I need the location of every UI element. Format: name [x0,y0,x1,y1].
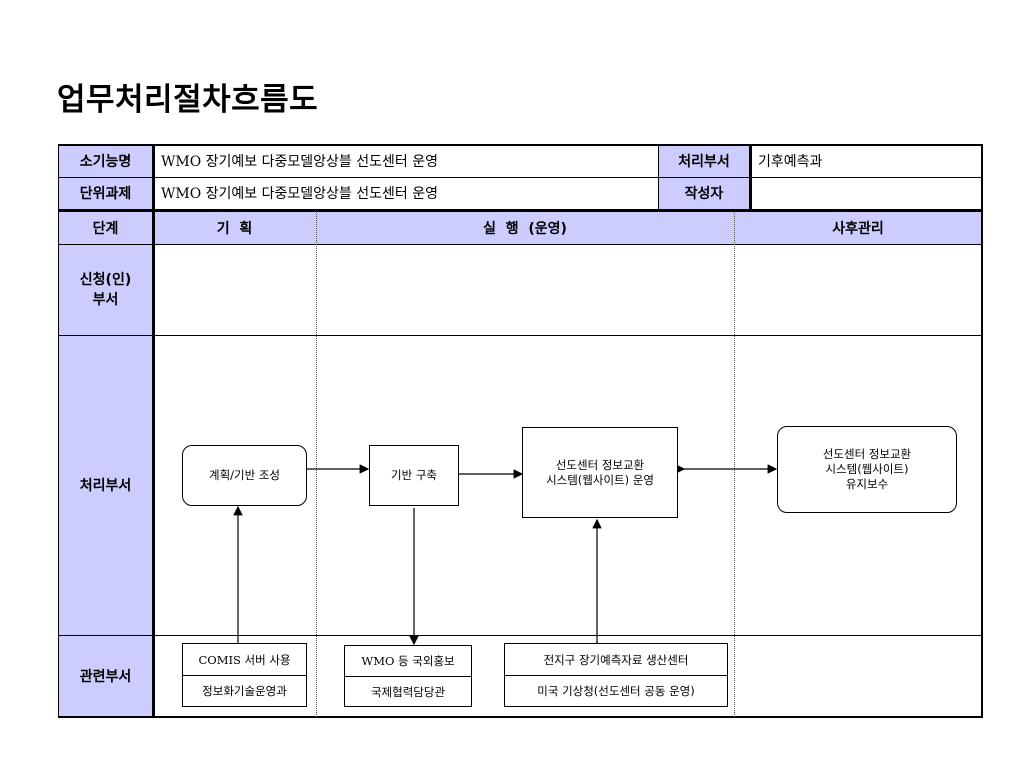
unit-task-value: WMO 장기예보 다중모델앙상블 선도센터 운영 [161,186,438,202]
processing-dept-value: 기후예측과 [758,154,823,170]
row-divider [58,244,982,245]
row-label-related: 관련부서 [58,635,153,717]
page-title: 업무처리절차흐름도 [57,82,319,118]
center-bottom-label: 미국 기상청(선도센터 공동 운영) [505,675,727,706]
table-border-left [58,144,59,718]
wmo-dept-label: 국제협력담당관 [345,676,471,706]
wmo-promo-label: WMO 등 국외홍보 [361,654,455,668]
column-divider [658,144,659,210]
row-divider [58,177,982,178]
function-name-label: 소기능명 [58,145,153,177]
row-divider [58,635,982,636]
stage-divider-dotted [734,211,735,717]
comis-server-label: COMIS 서버 사용 [198,652,291,667]
column-divider-thick [152,144,155,718]
header-divider-thick [58,209,983,212]
processing-dept-label: 처리부서 [658,145,750,177]
center-top-label: 전지구 장기예측자료 생산센터 [543,652,689,667]
maintain-box: 선도센터 정보교환 시스템(웹사이트) 유지보수 [777,426,957,513]
center-box: 전지구 장기예측자료 생산센터 미국 기상청(선도센터 공동 운영) [504,643,728,707]
column-divider-thick [749,144,752,210]
comis-box: COMIS 서버 사용 정보화기술운영과 [182,643,307,707]
stage-aftercare: 사후관리 [734,211,982,244]
unit-task-label: 단위과제 [58,177,153,209]
table-border-top [58,144,983,146]
comis-dept-label: 정보화기술운영과 [183,675,306,706]
author-label: 작성자 [658,177,750,209]
stage-label: 단계 [58,211,153,244]
stage-planning: 기 획 [153,211,316,244]
stage-divider-dotted [316,211,317,717]
stage-execution: 실 행 (운영) [316,211,734,244]
table-border-right [981,144,983,718]
wmo-box: WMO 등 국외홍보 국제협력담당관 [344,645,472,707]
plan-box: 계획/기반 조성 [182,445,307,506]
table-border-bottom [58,716,983,718]
row-label-processing: 처리부서 [58,335,153,635]
row-label-applicant: 신청(인) 부서 [58,244,153,335]
operate-box: 선도센터 정보교환 시스템(웹사이트) 운영 [522,427,678,518]
row-divider [58,335,982,336]
build-box: 기반 구축 [369,445,459,506]
function-name-value: WMO 장기예보 다중모델앙상블 선도센터 운영 [161,154,438,170]
